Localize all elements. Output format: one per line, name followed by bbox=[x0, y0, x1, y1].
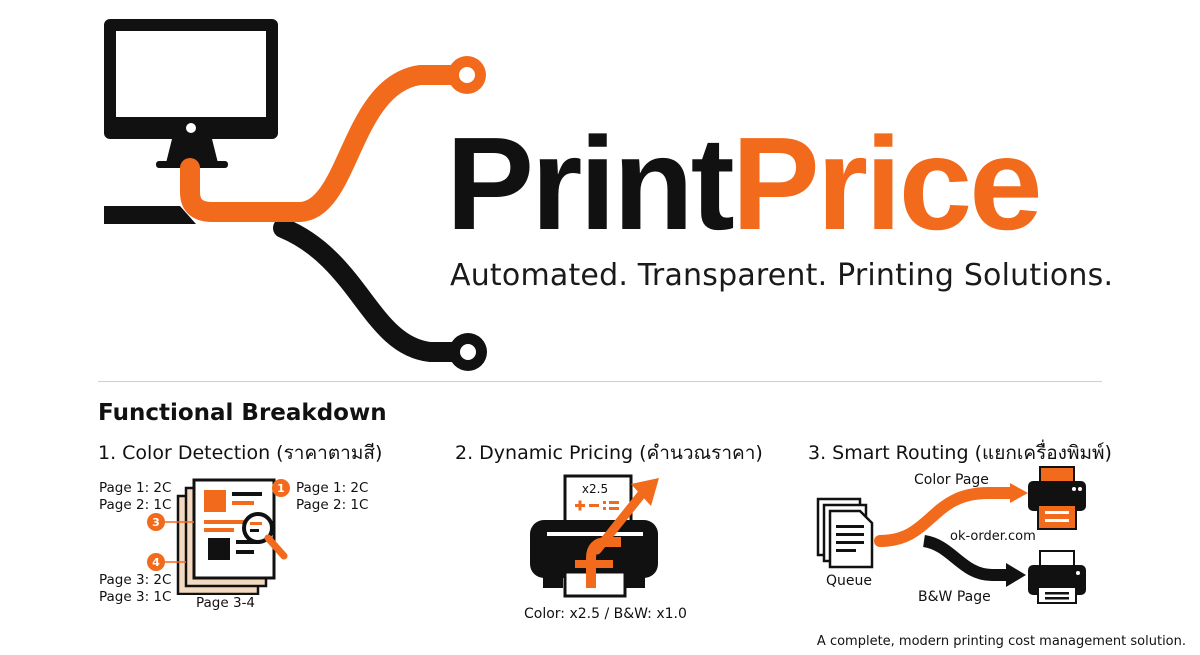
bw-printer-icon bbox=[1028, 550, 1086, 604]
section-title: Functional Breakdown bbox=[98, 400, 387, 426]
feature-dynamic-pricing-title: 2. Dynamic Pricing (คำนวณราคา) bbox=[455, 442, 763, 464]
brand-print: Print bbox=[446, 110, 735, 257]
printer-icon: x2.5 bbox=[530, 474, 659, 598]
bottom-label-page3-1c: Page 3: 1C bbox=[99, 589, 172, 605]
footer-text: A complete, modern printing cost managem… bbox=[816, 634, 1186, 649]
queue-label: Queue bbox=[826, 573, 872, 589]
stack-label: Page 3-4 bbox=[196, 595, 256, 611]
marker-3: 3 bbox=[147, 513, 165, 531]
routing-diagram bbox=[816, 466, 1086, 604]
black-circuit-trace bbox=[273, 218, 476, 362]
marker-4: 4 bbox=[147, 553, 165, 571]
right-label-page2: Page 2: 1C bbox=[296, 497, 369, 513]
document-stack-icon: 1 3 4 bbox=[147, 478, 290, 595]
color-route bbox=[874, 487, 1018, 547]
pricing-caption: Color: x2.5 / B&W: x1.0 bbox=[524, 606, 687, 622]
queue-documents-icon bbox=[816, 497, 874, 569]
color-printer-icon bbox=[1028, 466, 1086, 530]
left-label-page1: Page 1: 2C bbox=[99, 480, 172, 496]
site-label: ok-order.com bbox=[950, 529, 1036, 544]
magnifier-icon bbox=[242, 512, 288, 560]
right-label-page1: Page 1: 2C bbox=[296, 480, 369, 496]
left-label-page2: Page 2: 1C bbox=[99, 497, 172, 513]
trend-arrow-icon bbox=[575, 478, 659, 588]
feature-color-detection-title: 1. Color Detection (ราคาตามสี) bbox=[98, 442, 383, 464]
bw-route bbox=[922, 535, 1008, 581]
monitor-icon bbox=[104, 19, 278, 224]
bw-page-label: B&W Page bbox=[918, 589, 991, 605]
feature-smart-routing-title: 3. Smart Routing (แยกเครื่องพิมพ์) bbox=[808, 442, 1112, 464]
svg-text:x2.5: x2.5 bbox=[582, 482, 608, 496]
tagline: Automated. Transparent. Printing Solutio… bbox=[450, 258, 1114, 293]
svg-text:1: 1 bbox=[277, 482, 285, 495]
brand-price: Price bbox=[731, 110, 1043, 257]
svg-text:3: 3 bbox=[152, 516, 160, 529]
brand-title: PrintPrice bbox=[446, 118, 1043, 250]
svg-text:4: 4 bbox=[152, 556, 160, 569]
orange-circuit-trace bbox=[180, 65, 468, 222]
divider bbox=[98, 381, 1102, 382]
bottom-label-page3-2c: Page 3: 2C bbox=[99, 572, 172, 588]
marker-1: 1 bbox=[272, 479, 290, 497]
color-page-label: Color Page bbox=[914, 472, 989, 488]
